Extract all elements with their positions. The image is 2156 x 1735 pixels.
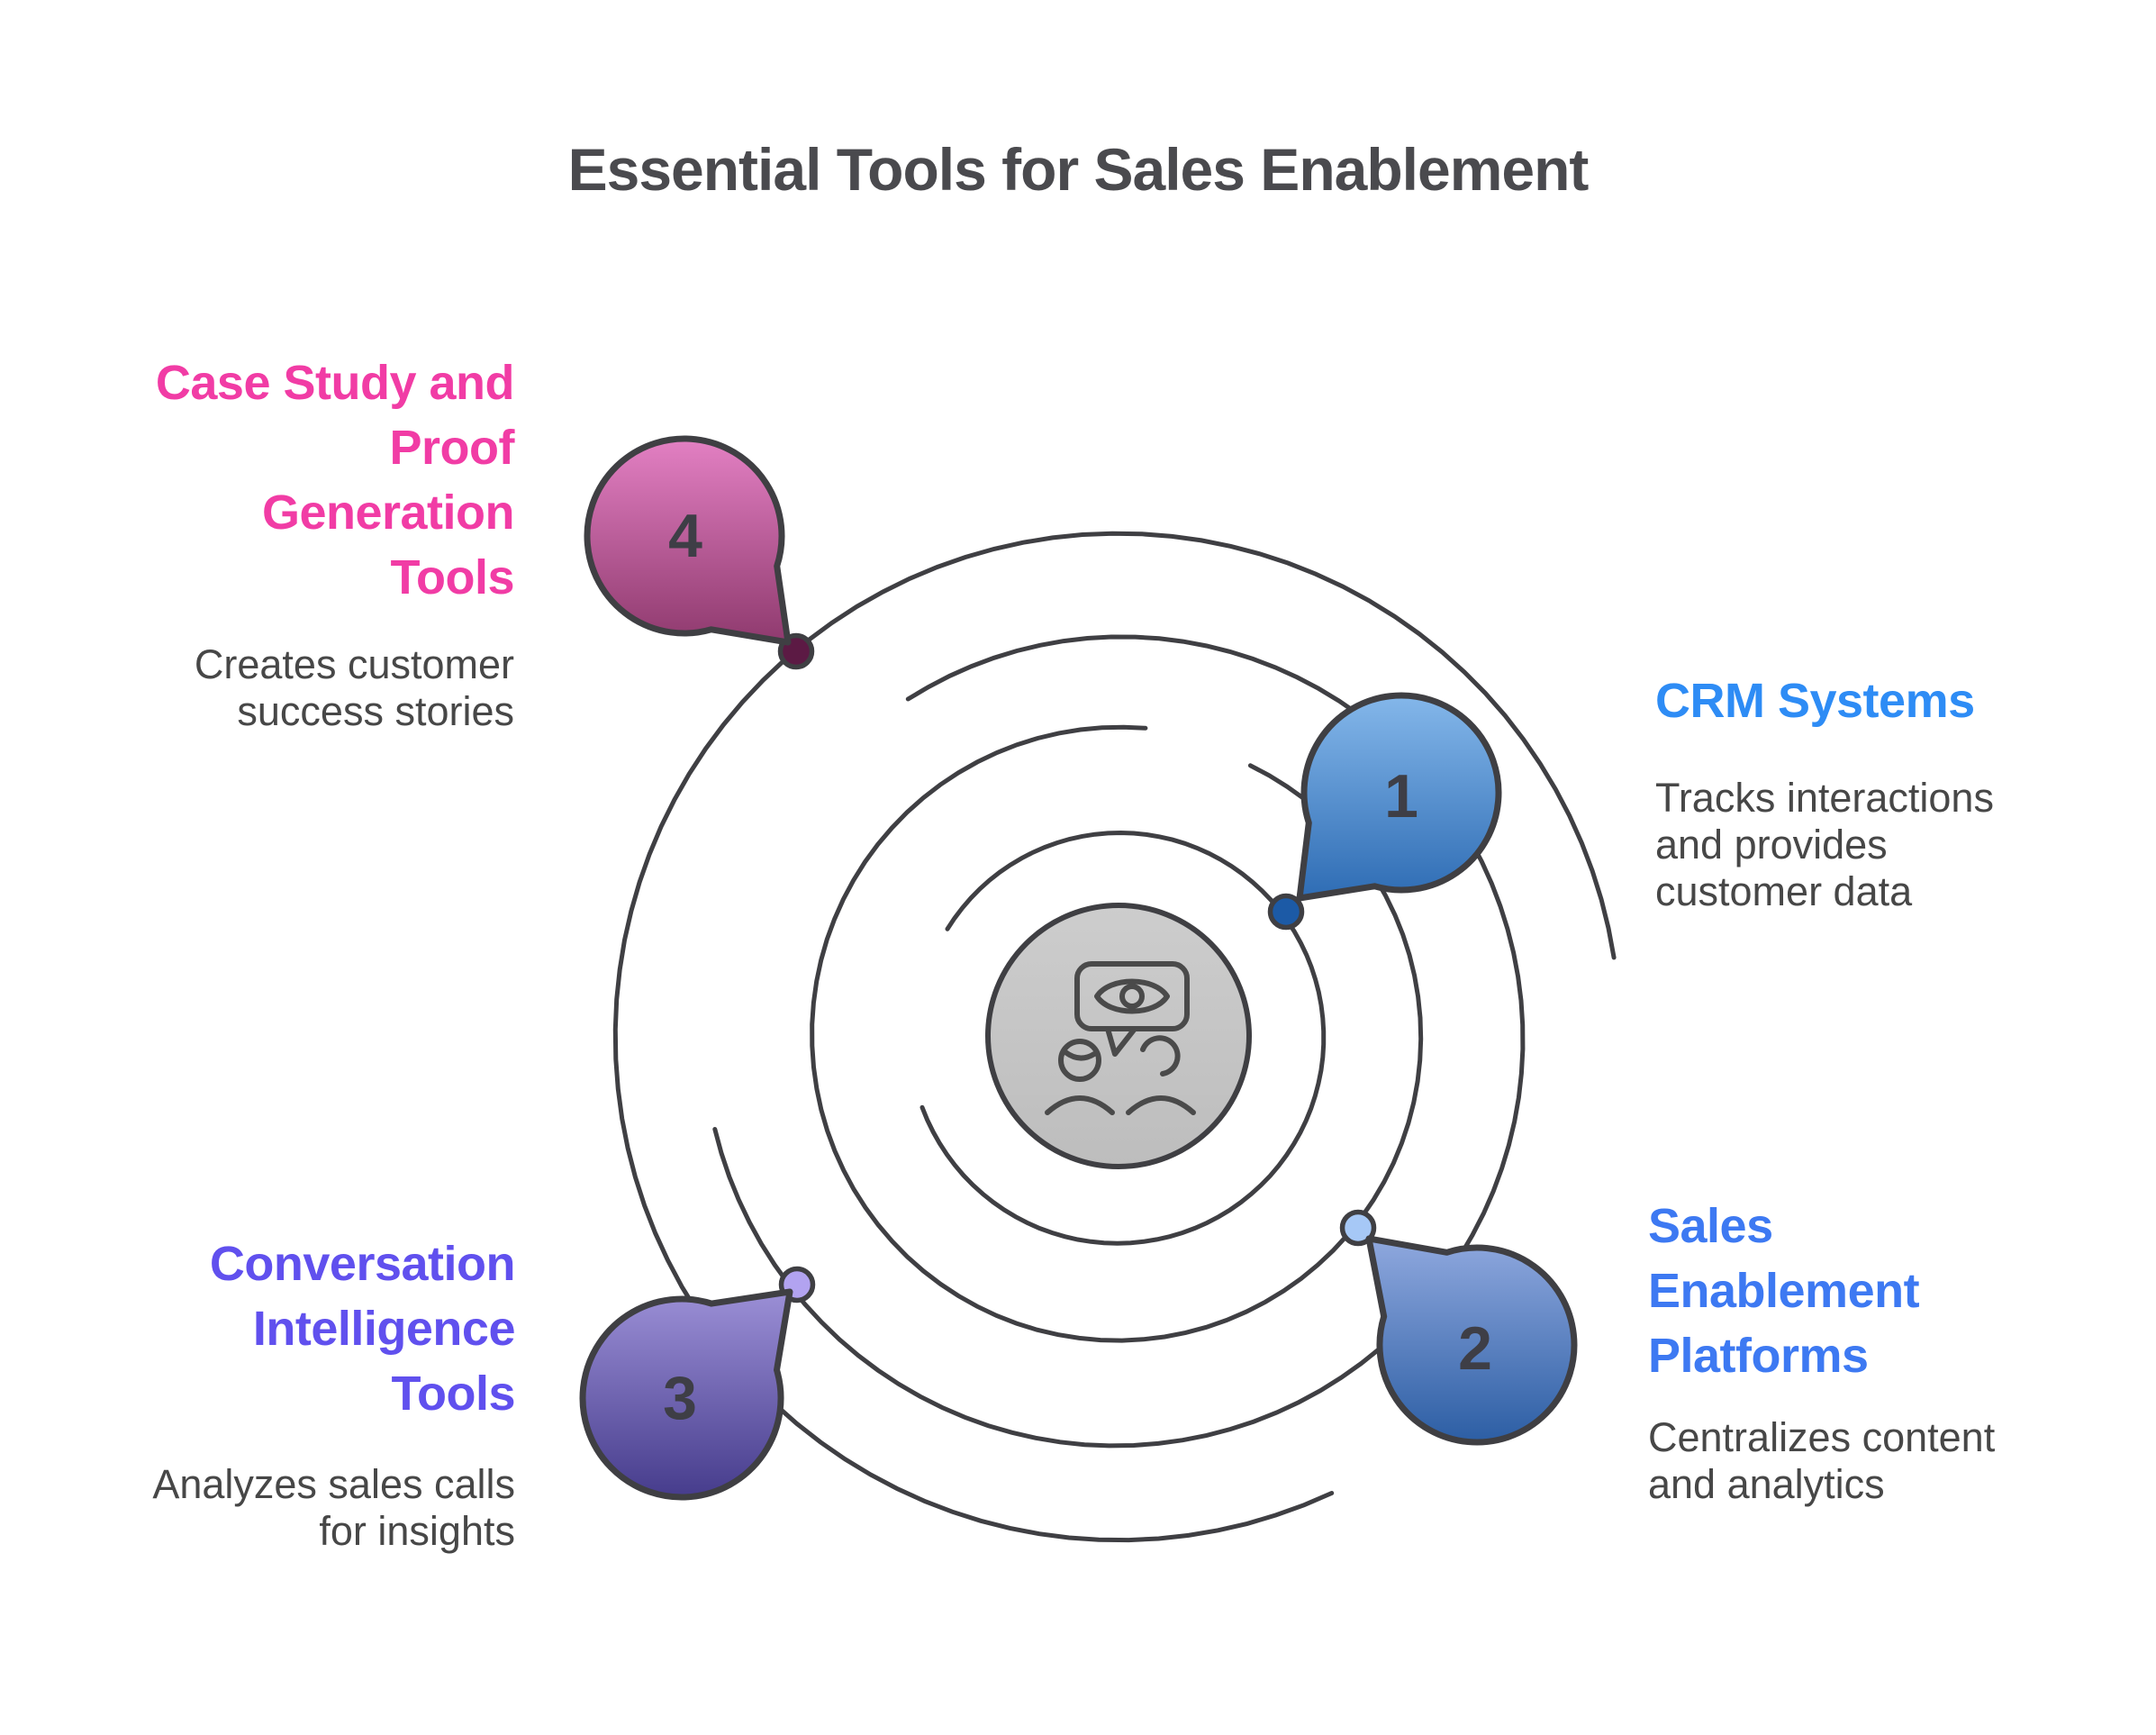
desc-line: and analytics [1648,1461,1885,1507]
label-line: Generation [261,486,515,540]
spiral-arc [919,830,1327,1246]
desc-line: for insights [319,1508,515,1554]
bubble-number-1: 1 [1384,762,1418,831]
spiral-arcs [612,531,1617,1543]
item-description-case-study: Creates customer success stories [195,641,514,735]
spiral-arc [810,724,1424,1343]
spiral-arc [712,634,1526,1449]
item-description-conversation-intelligence: Analyzes sales calls for insights [152,1461,515,1555]
item-label-conversation-intelligence: Conversation Intelligence Tools [209,1231,516,1426]
page-title: Essential Tools for Sales Enablement [567,136,1590,203]
conversation-observation-icon [1045,961,1196,1115]
bubble-4 [584,435,792,646]
bubble-3 [579,1288,793,1501]
bubble-1 [1296,692,1502,902]
item-description-crm: Tracks interactions and provides custome… [1655,775,1994,915]
desc-line: Analyzes sales calls [152,1461,515,1507]
bubble-number-4: 4 [668,502,702,570]
bubble-number-2: 2 [1458,1314,1492,1383]
label-line: Sales [1648,1199,1773,1253]
spiral-arc [612,531,1617,1543]
center-circle [985,903,1252,1169]
label-line: Platforms [1648,1329,1869,1383]
desc-line: Tracks interactions [1655,775,1994,821]
label-line: Conversation [209,1237,516,1291]
label-line: Tools [391,1367,516,1421]
desc-line: Creates customer [194,641,514,687]
label-line: Proof [389,421,515,475]
bubble-number-3: 3 [663,1364,697,1432]
item-description-sales-enablement: Centralizes content and analytics [1648,1414,1995,1508]
label-line: Tools [390,550,515,604]
orbit-dot-2 [1339,1209,1377,1247]
desc-line: Centralizes content [1648,1414,1996,1460]
item-label-case-study: Case Study and Proof Generation Tools [155,350,515,610]
desc-line: and provides [1655,822,1888,868]
label-line: Intelligence [252,1302,516,1356]
desc-line: success stories [237,688,514,734]
label-line: Case Study and [155,356,515,410]
item-label-crm: CRM Systems [1655,668,1975,733]
label-line: CRM Systems [1655,674,1975,728]
label-line: Enablement [1648,1264,1920,1318]
desc-line: customer data [1655,868,1913,914]
bubble-2 [1365,1235,1578,1446]
orbit-dot-1 [1267,893,1305,931]
item-label-sales-enablement: Sales Enablement Platforms [1648,1194,1920,1388]
